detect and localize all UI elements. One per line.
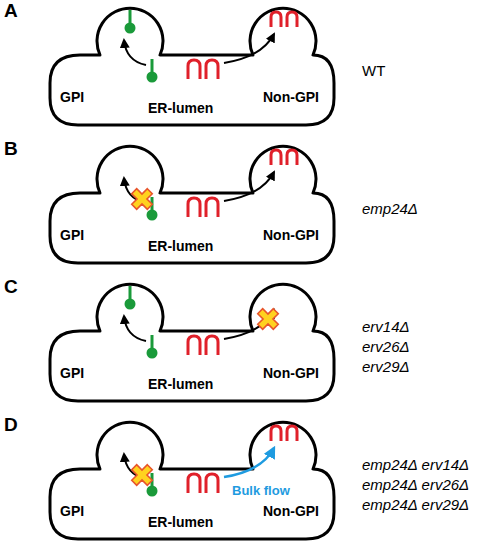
- er-membrane: [50, 8, 334, 125]
- gpi-cargo: [147, 59, 158, 83]
- block-cross: [252, 303, 283, 334]
- genotype-label: emp24Δ erv29Δ: [362, 496, 469, 513]
- compartment-label: GPI: [60, 503, 84, 519]
- compartment-label: ER-lumen: [148, 100, 213, 116]
- transport-arrow: [124, 40, 146, 65]
- transmembrane-cargo: [271, 12, 297, 27]
- compartment-label: Non-GPI: [263, 227, 319, 243]
- genotype-label: erv14Δ: [362, 318, 410, 335]
- block-cross: [126, 459, 157, 490]
- transmembrane-cargo: [271, 426, 297, 441]
- genotype-label: erv29Δ: [362, 358, 410, 375]
- transmembrane-cargo: [271, 150, 297, 165]
- genotype-label: emp24Δ erv26Δ: [362, 476, 469, 493]
- compartment-label: GPI: [60, 89, 84, 105]
- er-membrane: [50, 284, 334, 401]
- genotype-label: erv26Δ: [362, 338, 410, 355]
- block-cross: [126, 183, 157, 214]
- er-membrane: [50, 146, 334, 263]
- gpi-cargo: [147, 473, 158, 497]
- transmembrane-cargo: [188, 198, 218, 217]
- compartment-label: Non-GPI: [263, 89, 319, 105]
- panel-letter: A: [4, 0, 18, 22]
- genotype-label: emp24Δ: [362, 200, 418, 217]
- transport-arrow: [224, 310, 274, 339]
- transport-arrow: [224, 172, 274, 201]
- gpi-cargo: [125, 10, 136, 34]
- transport-arrow: [124, 454, 146, 479]
- bulk-flow-arrow: [224, 448, 274, 477]
- transmembrane-cargo: [188, 60, 218, 79]
- panel-d-cargo: [124, 426, 297, 497]
- panel-letter: B: [4, 138, 18, 160]
- compartment-label: GPI: [60, 365, 84, 381]
- transport-arrow: [124, 316, 146, 341]
- compartment-label: ER-lumen: [148, 376, 213, 392]
- transport-arrow: [124, 178, 146, 203]
- block-cross: [252, 303, 283, 334]
- arrow-label: Bulk flow: [232, 483, 290, 498]
- er-compartment: GPI ER-lumen Non-GPI: [48, 279, 336, 404]
- panel-letter: D: [4, 414, 18, 436]
- transmembrane-cargo: [188, 474, 218, 493]
- gpi-cargo: [125, 286, 136, 310]
- compartment-label: ER-lumen: [148, 238, 213, 254]
- gpi-cargo: [147, 335, 158, 359]
- panel-c-cargo: [124, 286, 284, 359]
- er-compartment: GPI ER-lumen Non-GPI: [48, 417, 336, 542]
- compartment-label: GPI: [60, 227, 84, 243]
- er-membrane: [50, 422, 334, 539]
- genotype-label: emp24Δ erv14Δ: [362, 456, 469, 473]
- panel-letter: C: [4, 276, 18, 298]
- panel-a-cargo: [124, 10, 297, 83]
- er-compartment: GPI ER-lumen Non-GPI: [48, 141, 336, 266]
- compartment-label: ER-lumen: [148, 514, 213, 530]
- block-cross: [126, 459, 157, 490]
- gpi-cargo: [147, 197, 158, 221]
- compartment-label: Non-GPI: [263, 503, 319, 519]
- compartment-label: Non-GPI: [263, 365, 319, 381]
- er-compartment: GPI ER-lumen Non-GPI: [48, 3, 336, 128]
- transmembrane-cargo: [188, 336, 218, 355]
- transport-arrow: [224, 34, 274, 63]
- block-cross: [126, 183, 157, 214]
- panel-b-cargo: [124, 150, 297, 221]
- genotype-label: WT: [362, 62, 385, 79]
